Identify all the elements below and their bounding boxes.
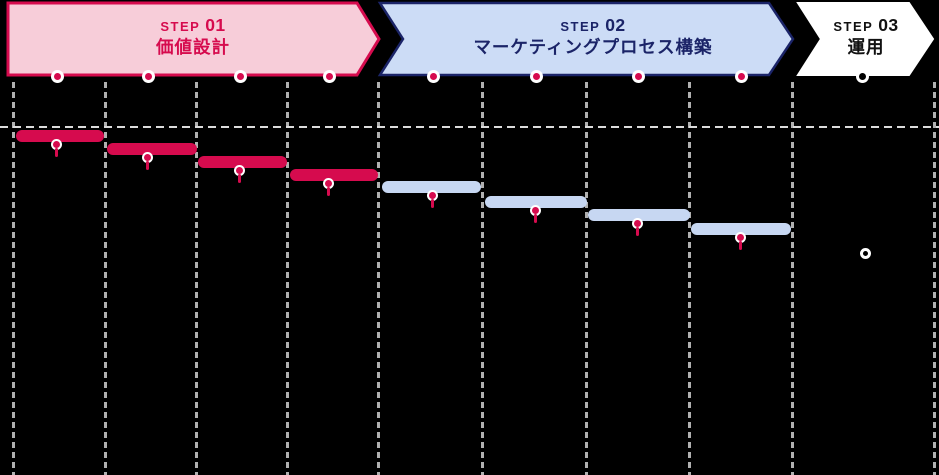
grid-line-vertical bbox=[932, 82, 936, 475]
grid-line-vertical bbox=[103, 82, 107, 475]
timeline-bar bbox=[691, 223, 791, 235]
step-01-label: STEP 01 価値設計 bbox=[53, 15, 333, 58]
pin-marker bbox=[51, 139, 62, 157]
step-03-heading: STEP 03 bbox=[833, 15, 899, 35]
step-dot bbox=[426, 69, 440, 83]
end-pin-marker bbox=[859, 247, 871, 259]
baseline-dashed-line bbox=[0, 126, 939, 128]
step-dot bbox=[141, 69, 155, 83]
pin-marker bbox=[142, 152, 153, 170]
grid-line-vertical bbox=[285, 82, 289, 475]
step-03-arrow bbox=[796, 1, 935, 76]
timeline-bar bbox=[107, 143, 197, 155]
step-arrows bbox=[6, 1, 935, 77]
step-dot bbox=[233, 69, 247, 83]
grid-line-vertical bbox=[376, 82, 380, 475]
grid-line-vertical bbox=[11, 82, 15, 475]
step-02-heading: STEP 02 bbox=[560, 15, 626, 35]
step-02-title: マーケティングプロセス構築 bbox=[473, 37, 713, 57]
step-dot bbox=[734, 69, 748, 83]
pin-marker bbox=[632, 218, 643, 236]
timeline-bar bbox=[588, 209, 690, 221]
pin-marker bbox=[735, 232, 746, 250]
timeline-bar bbox=[290, 169, 378, 181]
grid-line-vertical bbox=[790, 82, 794, 475]
grid-line-vertical bbox=[687, 82, 691, 475]
grid-line-vertical bbox=[194, 82, 198, 475]
pin-marker bbox=[530, 205, 541, 223]
timeline-bar bbox=[382, 181, 481, 193]
timeline-bar bbox=[485, 196, 587, 208]
step-01-arrow bbox=[6, 1, 381, 77]
step-02-label: STEP 02 マーケティングプロセス構築 bbox=[448, 15, 738, 58]
grid-line-vertical bbox=[584, 82, 588, 475]
step-02-arrow bbox=[377, 1, 795, 77]
timeline-bar bbox=[16, 130, 104, 142]
pin-marker bbox=[323, 178, 334, 196]
step-dot bbox=[50, 69, 64, 83]
step-03-title: 運用 bbox=[847, 37, 885, 57]
step-01-title: 価値設計 bbox=[156, 37, 230, 57]
timeline-bar bbox=[198, 156, 287, 168]
pin-marker bbox=[234, 165, 245, 183]
grid-line-vertical bbox=[480, 82, 484, 475]
step-03-label: STEP 03 運用 bbox=[796, 15, 936, 58]
pin-marker bbox=[427, 190, 438, 208]
step-dot bbox=[322, 69, 336, 83]
step-dot bbox=[631, 69, 645, 83]
step-01-heading: STEP 01 bbox=[160, 15, 226, 35]
step-dot bbox=[529, 69, 543, 83]
step-dot-hollow bbox=[855, 69, 869, 83]
